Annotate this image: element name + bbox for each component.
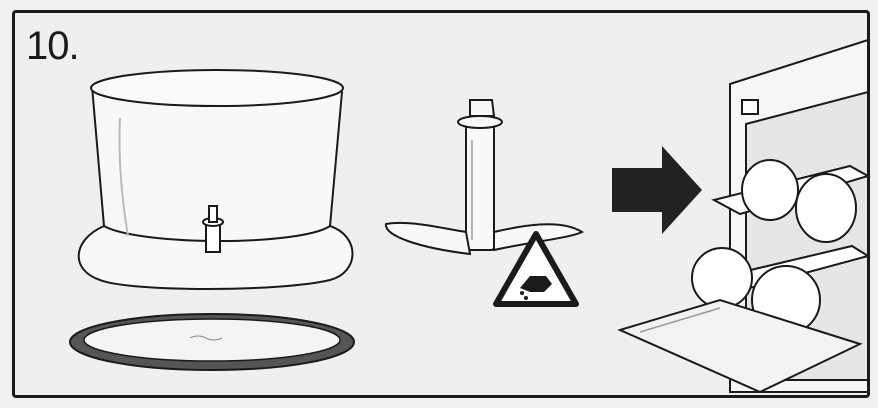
chopper-blade-icon (386, 100, 582, 254)
anti-slip-base-ring-icon (70, 314, 354, 370)
chopper-bowl-icon (79, 70, 353, 289)
dishwasher-icon (620, 40, 868, 392)
arrow-right-icon (612, 146, 702, 234)
